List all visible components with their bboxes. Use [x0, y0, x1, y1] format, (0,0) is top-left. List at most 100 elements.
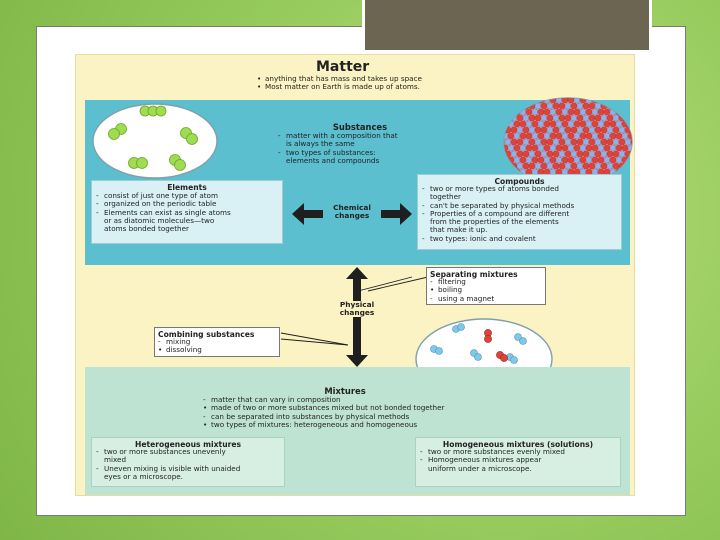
bullet-text: can't be separated by physical methods [430, 200, 575, 210]
bullet-text: matter that can vary in composition [211, 395, 341, 404]
bullet-text: or as diatomic molecules—two [104, 215, 215, 225]
bullet-line: -two or more substances unevenly [96, 447, 286, 456]
bullet-text: dissolving [166, 345, 202, 355]
bullet-text: two or more substances unevenly [104, 447, 226, 456]
bullet-text: Uneven mixing is visible with unaided [104, 463, 241, 473]
bullet-marker: - [203, 395, 206, 404]
bullet-line: that make it up. [422, 226, 622, 234]
bullet-marker: - [96, 463, 99, 473]
bullet-line: atoms bonded together [96, 225, 282, 233]
bullet-line: elements and compounds [278, 156, 448, 165]
compounds-title: Compounds [494, 177, 545, 186]
bullet-line: -two or more substances evenly mixed [420, 447, 620, 456]
bullet-marker: - [422, 200, 425, 210]
bullet-text: Properties of a compound are different [430, 208, 570, 218]
bullet-marker: • [257, 82, 262, 92]
bullet-line: •Most matter on Earth is made up of atom… [257, 82, 557, 92]
matter-concept-map: Matter •anything that has mass and takes… [75, 54, 635, 496]
bullet-text: consist of just one type of atom [104, 191, 218, 200]
combining-substances-bullets: -mixing•dissolving [158, 337, 278, 355]
bullet-line: -two types of substances: [278, 147, 448, 157]
bullet-text: together [430, 192, 461, 202]
bullet-marker: - [278, 147, 281, 157]
matter-title: Matter [316, 59, 370, 75]
bullet-line: -Homogeneous mixtures appear [420, 455, 620, 465]
bullet-line: •made of two or more substances mixed bu… [203, 403, 543, 412]
homogeneous-mixtures-title: Homogeneous mixtures (solutions) [442, 440, 594, 449]
separating-mixtures-title: Separating mixtures [430, 270, 518, 279]
separating-mixtures-box: Separating mixtures -filtering•boiling-u… [426, 267, 546, 305]
bullet-line: •anything that has mass and takes up spa… [257, 74, 557, 83]
physical-changes-line-2: changes [339, 308, 375, 317]
homogeneous-mixtures-bullets: -two or more substances evenly mixed-Hom… [420, 447, 620, 473]
bullet-marker: - [278, 131, 281, 140]
bullet-line: eyes or a microscope. [96, 471, 286, 481]
bullet-text: atoms bonded together [104, 224, 189, 234]
bullet-text: two types of mixtures: heterogeneous and… [211, 419, 418, 429]
bullet-marker: - [203, 411, 206, 421]
bullet-line: -matter with a composition that [278, 131, 448, 140]
chemical-changes-label: Chemical changes [323, 204, 381, 220]
bullet-line: -matter that can vary in composition [203, 395, 543, 404]
physical-changes-line-1: Physical [339, 300, 375, 309]
bullet-text: two types: ionic and covalent [430, 233, 536, 243]
element-atoms-illustration [92, 103, 218, 179]
bullet-marker: - [96, 207, 99, 217]
bullet-line: -can't be separated by physical methods [422, 200, 622, 210]
bullet-line: -filtering [430, 277, 545, 286]
elements-box: Elements -consist of just one type of at… [91, 180, 283, 244]
separating-mixtures-bullets: -filtering•boiling-using a magnet [430, 277, 545, 303]
bullet-line: uniform under a microscope. [420, 463, 620, 473]
bullet-marker: - [96, 199, 99, 209]
bullet-line: -organized on the periodic table [96, 199, 282, 209]
bullet-text: can be separated into substances by phys… [211, 411, 410, 421]
bullet-marker: - [430, 277, 433, 286]
combining-substances-title: Combining substances [158, 330, 255, 339]
physical-changes-label: Physical changes [328, 301, 386, 317]
mixtures-title: Mixtures [324, 386, 366, 396]
bullet-marker: • [430, 285, 435, 295]
bullet-marker: - [422, 184, 425, 193]
connector-lines [280, 276, 429, 346]
bullet-text: Homogeneous mixtures appear [428, 455, 542, 465]
bullet-line: -using a magnet [430, 293, 545, 303]
homogeneous-mixtures-box: Homogeneous mixtures (solutions) -two or… [415, 437, 621, 487]
bullet-line: -two or more types of atoms bonded [422, 184, 622, 193]
bullet-line: •dissolving [158, 345, 278, 355]
bullet-text: using a magnet [438, 293, 495, 303]
bullet-line: is always the same [278, 140, 448, 148]
bullet-text: Elements can exist as single atoms [104, 207, 231, 217]
elements-title: Elements [167, 183, 207, 192]
substances-title: Substances [332, 122, 388, 132]
bullet-line: •boiling [430, 285, 545, 295]
bullet-text: two or more types of atoms bonded [430, 184, 559, 193]
bullet-marker: - [422, 233, 425, 243]
bullet-text: is always the same [286, 139, 355, 149]
bullet-line: mixed [96, 456, 286, 464]
matter-bullets: •anything that has mass and takes up spa… [257, 74, 557, 92]
bullet-marker: - [420, 447, 423, 456]
bullet-marker: • [158, 345, 163, 355]
bullet-line: -consist of just one type of atom [96, 191, 282, 200]
bullet-line: -Elements can exist as single atoms [96, 207, 282, 217]
bullet-line: -Uneven mixing is visible with unaided [96, 463, 286, 473]
bullet-line: -two types: ionic and covalent [422, 233, 622, 243]
bullet-marker: - [96, 447, 99, 456]
bullet-marker: • [257, 74, 262, 83]
mixtures-bullets: -matter that can vary in composition•mad… [203, 395, 543, 429]
bullet-line: -can be separated into substances by phy… [203, 411, 543, 421]
bullet-text: from the properties of the elements [430, 217, 559, 227]
compound-molecules-illustration [503, 97, 633, 187]
compounds-box: Compounds -two or more types of atoms bo… [417, 174, 622, 250]
bullet-text: that make it up. [430, 225, 488, 235]
bullet-text: mixed [104, 455, 127, 465]
bullet-line: -Properties of a compound are different [422, 208, 622, 218]
combining-substances-box: Combining substances -mixing•dissolving [154, 327, 280, 357]
bullet-text: eyes or a microscope. [104, 471, 183, 481]
bullet-text: uniform under a microscope. [428, 463, 532, 473]
chemical-changes-line-2: changes [334, 211, 370, 220]
mixtures-section: Mixtures -matter that can vary in compos… [85, 367, 630, 495]
